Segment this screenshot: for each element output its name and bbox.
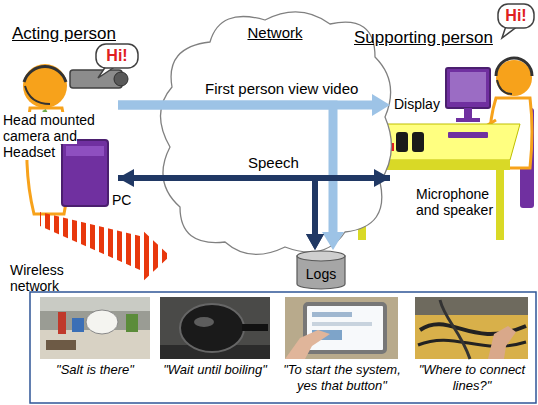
supporting-person-figure-part bbox=[496, 60, 532, 96]
cable-photo-part bbox=[418, 340, 526, 346]
edge-label: Speech bbox=[248, 154, 299, 171]
device-label: Microphone and speaker bbox=[416, 186, 508, 218]
node-heading: Supporting person bbox=[354, 28, 535, 48]
device-label: PC bbox=[112, 192, 138, 208]
device-label: Head mounted camera and Headset bbox=[3, 112, 95, 160]
display-monitor-part bbox=[446, 68, 490, 108]
cable-photo-part bbox=[415, 297, 528, 315]
acting-person-figure-part bbox=[66, 146, 104, 156]
speaker bbox=[396, 132, 424, 152]
device-label-box: Microphone and speaker bbox=[416, 186, 508, 218]
log-panel-part bbox=[30, 292, 536, 403]
pan-photo-part bbox=[194, 317, 214, 327]
pan-photo bbox=[160, 297, 270, 359]
greeting-text-box: Hi! bbox=[96, 44, 138, 68]
tablet-photo-part bbox=[312, 322, 372, 326]
display-monitor bbox=[446, 68, 490, 138]
device-label-box: Head mounted camera and Headset bbox=[3, 112, 101, 160]
tablet-photo-part bbox=[285, 297, 398, 359]
cylinder-top bbox=[297, 251, 345, 261]
speaker-part bbox=[412, 132, 424, 152]
acting-person: Acting person bbox=[4, 24, 118, 296]
kitchen-photo-part bbox=[40, 297, 150, 359]
device-label: Display bbox=[394, 96, 444, 112]
kitchen-photo-part bbox=[86, 310, 118, 334]
speech-bubble-part bbox=[498, 4, 534, 28]
tablet-photo-part bbox=[285, 330, 330, 359]
cable-photo bbox=[415, 297, 528, 359]
photo-caption: "Salt is there" bbox=[36, 362, 154, 378]
edge-label-box: Speech bbox=[248, 154, 299, 172]
display-monitor-part bbox=[450, 72, 486, 102]
acting-person-figure-part bbox=[23, 64, 67, 108]
supporting-person-figure-part bbox=[496, 58, 532, 76]
cloud-outline bbox=[160, 12, 391, 255]
photo-caption: "Where to connect lines?" bbox=[410, 362, 534, 393]
log-photo: "To start the system, yes that button" bbox=[276, 296, 408, 402]
pan-photo-part bbox=[160, 297, 270, 359]
pan-photo-part bbox=[180, 304, 244, 352]
kitchen-photo-part bbox=[126, 314, 138, 332]
log-panel bbox=[30, 292, 536, 403]
kitchen-photo-part bbox=[58, 312, 66, 334]
speech-bubble-part bbox=[96, 44, 138, 68]
cable-photo-part bbox=[440, 300, 470, 359]
tablet-photo-part bbox=[305, 304, 385, 352]
speaker-part bbox=[396, 132, 408, 152]
kitchen-photo-part bbox=[40, 297, 150, 311]
kitchen-photo-part bbox=[46, 340, 76, 350]
device-label-box: Display bbox=[394, 96, 444, 112]
desk-part bbox=[496, 170, 504, 240]
tablet-photo bbox=[285, 297, 398, 359]
edge-label: First person view video bbox=[205, 80, 358, 97]
display-monitor-part bbox=[464, 108, 472, 118]
display-monitor-part bbox=[448, 132, 488, 138]
head-camera-part bbox=[114, 72, 128, 86]
device-label-box: Wireless network bbox=[10, 262, 90, 294]
head-camera bbox=[70, 70, 128, 88]
cable-photo-part bbox=[488, 326, 516, 359]
acting-person-figure-part bbox=[62, 140, 108, 206]
photo-caption: "Wait until boiling" bbox=[156, 362, 274, 378]
logs-database: Logs bbox=[296, 250, 346, 290]
acting-person-figure-part bbox=[25, 86, 50, 104]
tablet-photo-part bbox=[312, 312, 352, 317]
greeting-text: Hi! bbox=[498, 4, 534, 28]
cable-photo-part bbox=[415, 297, 528, 359]
node-heading: Acting person bbox=[12, 24, 118, 44]
acting-person-figure-part bbox=[24, 67, 66, 82]
display-monitor-part bbox=[456, 118, 480, 122]
database-label: Logs bbox=[306, 266, 336, 282]
kitchen-photo bbox=[40, 297, 150, 359]
supporting-person-figure-part bbox=[497, 80, 512, 94]
pan-photo-part bbox=[242, 324, 268, 331]
greeting-text: Hi! bbox=[96, 44, 138, 68]
edge-label-box: First person view video bbox=[205, 80, 358, 98]
log-photo: "Salt is there" bbox=[36, 296, 154, 402]
kitchen-photo-part bbox=[40, 330, 150, 359]
photo-caption: "To start the system, yes that button" bbox=[276, 362, 408, 393]
log-photo: "Wait until boiling" bbox=[156, 296, 274, 402]
kitchen-photo-part bbox=[72, 318, 84, 332]
log-photo: "Where to connect lines?" bbox=[410, 296, 534, 402]
device-label: Wireless network bbox=[10, 262, 90, 294]
greeting-text-box: Hi! bbox=[498, 4, 534, 28]
device-label-box: PC bbox=[112, 192, 138, 208]
